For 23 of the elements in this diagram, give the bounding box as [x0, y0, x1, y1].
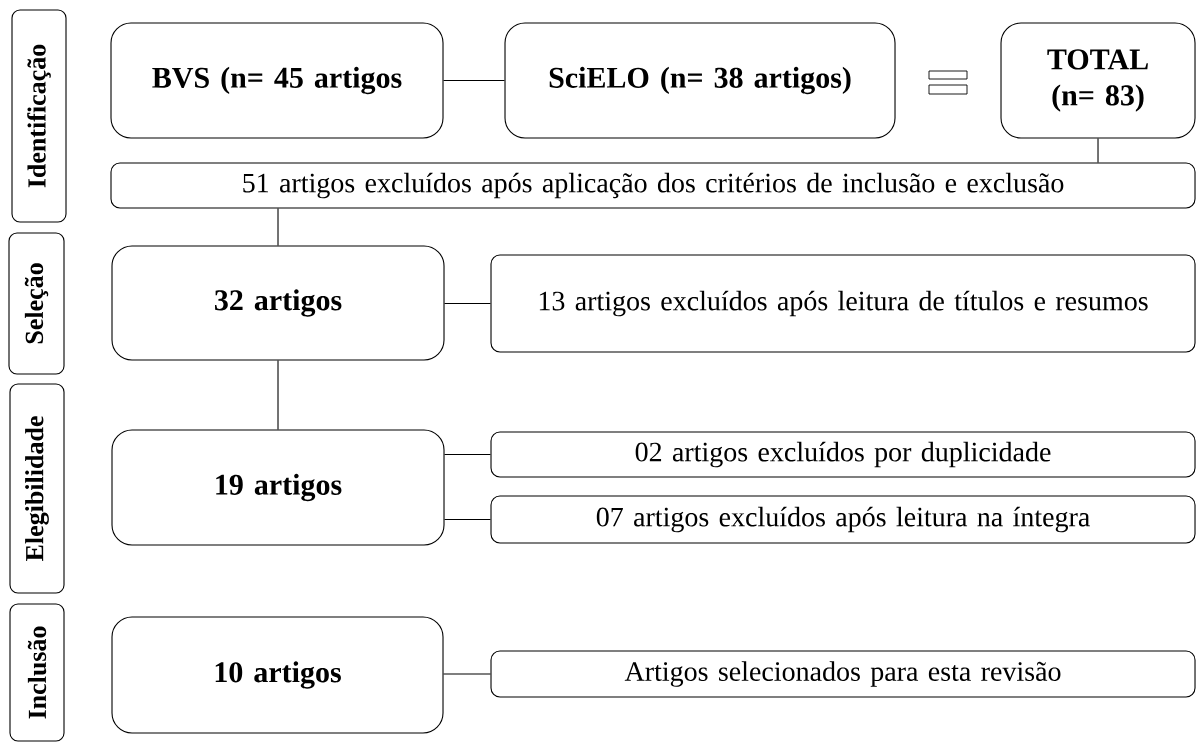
count-box: 19 artigos [111, 429, 445, 546]
connector-line [1097, 138, 1099, 163]
connector-line [444, 518, 491, 521]
stage-label-box: Identificação [11, 9, 67, 223]
count-box: 32 artigos [111, 245, 445, 361]
exclusion-box: 07 artigos excluídos após leitura na íntegra [490, 495, 1196, 544]
count-box: BVS (n= 45 artigos [110, 22, 444, 139]
stage-label-box: Elegibilidade [9, 383, 65, 594]
exclusion-box: 13 artigos excluídos após leitura de títulos e resumos [490, 254, 1196, 353]
count-box: SciELO (n= 38 artigos) [504, 22, 896, 139]
connector-line [443, 673, 491, 675]
connector-line [444, 302, 491, 305]
count-box: TOTAL (n= 83) [1000, 22, 1196, 139]
connector-line [444, 453, 491, 456]
connector-line [443, 79, 505, 82]
connector-line [277, 360, 279, 430]
exclusion-box: 51 artigos excluídos após aplicação dos critérios de inclusão e exclusão [110, 162, 1196, 209]
connector-line [277, 208, 279, 246]
exclusion-box: 02 artigos excluídos por duplicidade [490, 431, 1196, 478]
count-box: 10 artigos [111, 616, 444, 734]
exclusion-box: Artigos selecionados para esta revisão [490, 650, 1196, 698]
stage-label-box: Seleção [8, 232, 65, 375]
stage-label-box: Inclusão [9, 603, 65, 742]
